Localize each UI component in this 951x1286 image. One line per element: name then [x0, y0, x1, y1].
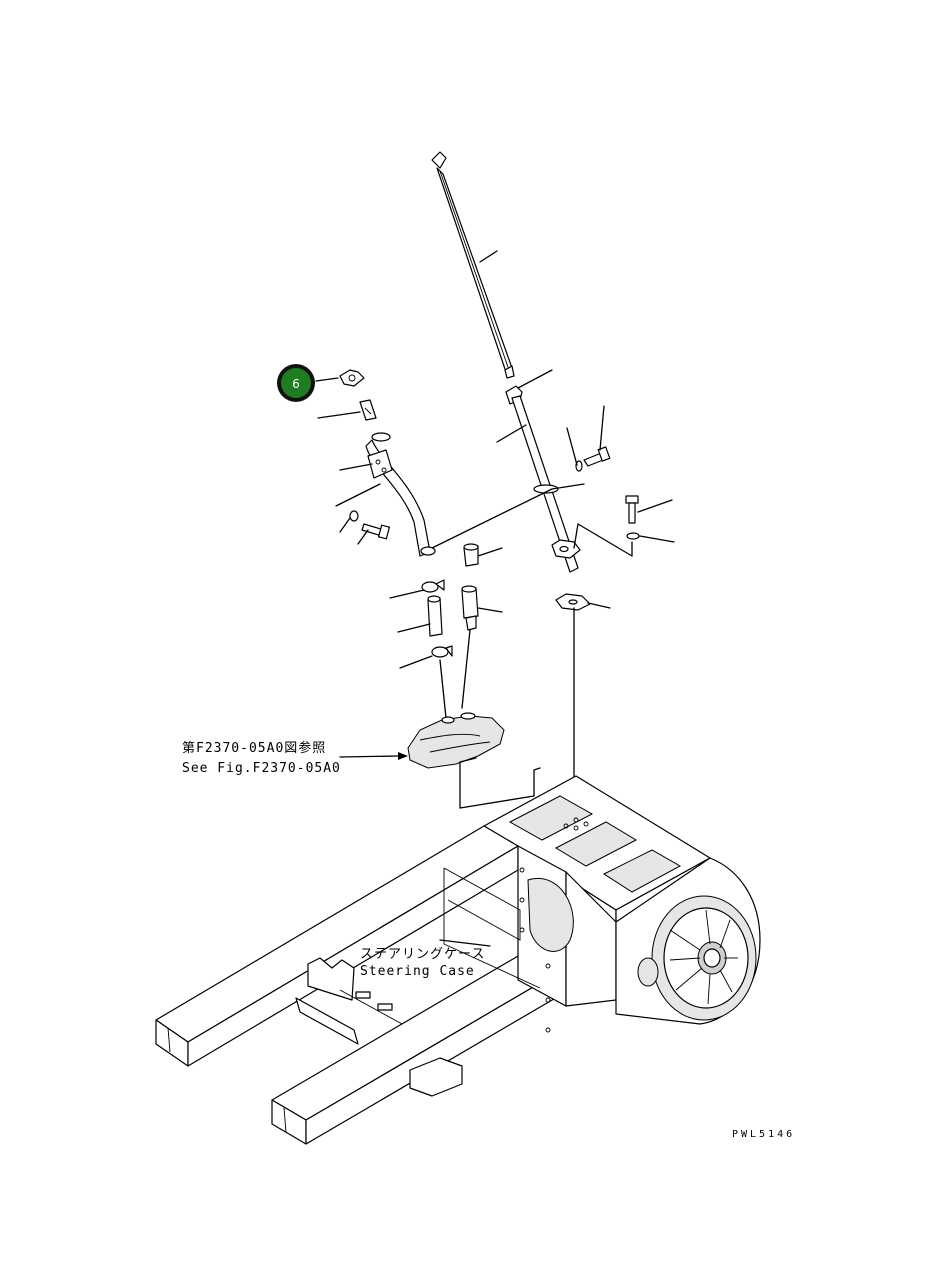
- leader-washer-left: [339, 517, 351, 533]
- leader-valve-mount: [459, 757, 541, 809]
- leader-breather: [317, 411, 361, 419]
- leader-flange: [573, 523, 633, 557]
- bolt-upper-right: [575, 446, 611, 472]
- reference-label-jp: 第F2370-05A0図参照: [182, 740, 326, 756]
- leader-hose: [397, 623, 431, 633]
- clamp-lower: [431, 645, 453, 658]
- leader-clamp-upper: [389, 589, 425, 599]
- leader-bolt-lr: [637, 499, 673, 513]
- leader-clamp-to-pipe: [429, 488, 553, 550]
- leader-bracket: [339, 463, 373, 471]
- dipstick: [431, 151, 515, 379]
- leader-reference: [339, 755, 399, 758]
- steering-label-jp: ステアリングケース: [360, 947, 485, 962]
- leader-steering: [439, 939, 491, 947]
- drawing-code: PWL5146: [732, 1129, 795, 1140]
- steering-label-en: Steering Case: [360, 964, 475, 979]
- leader-guide-clamp: [551, 483, 585, 490]
- clamp-upper: [421, 579, 445, 593]
- nipple: [461, 585, 479, 631]
- leader-callout: [315, 377, 339, 382]
- callout-number: 6: [292, 377, 300, 391]
- adapter-fitting: [463, 543, 479, 567]
- leader-bracket-b: [335, 483, 381, 507]
- leader-adapter: [477, 547, 503, 557]
- cap-part: [339, 369, 365, 387]
- leader-guide-tube: [496, 424, 527, 443]
- leader-guide-top: [517, 369, 553, 389]
- bolt-lower-right: [625, 495, 640, 540]
- valve-body: [407, 712, 505, 769]
- callout-fill: [281, 368, 311, 398]
- breather-part: [359, 399, 377, 421]
- filler-pipe: [365, 432, 436, 557]
- dipstick-guide-tube: [505, 385, 581, 573]
- bolt-left: [349, 510, 391, 540]
- leader-bolt: [599, 405, 605, 451]
- leader-clamp-lower: [399, 655, 433, 669]
- leader-dipstick: [479, 250, 498, 263]
- leader-bolt-left: [357, 529, 369, 545]
- leader-washer: [566, 427, 578, 466]
- hose: [427, 595, 443, 637]
- leader-washer-lr: [639, 535, 675, 543]
- gasket: [555, 593, 591, 611]
- steering-case: [155, 775, 761, 1145]
- leader-nipple: [477, 607, 503, 613]
- reference-label-en: See Fig.F2370-05A0: [182, 761, 341, 776]
- leader-to-valve-b: [461, 629, 471, 709]
- leader-to-valve-a: [439, 659, 447, 719]
- leader-gasket: [587, 602, 611, 609]
- callout-badge: 6: [277, 364, 315, 402]
- reference-arrowhead: [398, 752, 408, 760]
